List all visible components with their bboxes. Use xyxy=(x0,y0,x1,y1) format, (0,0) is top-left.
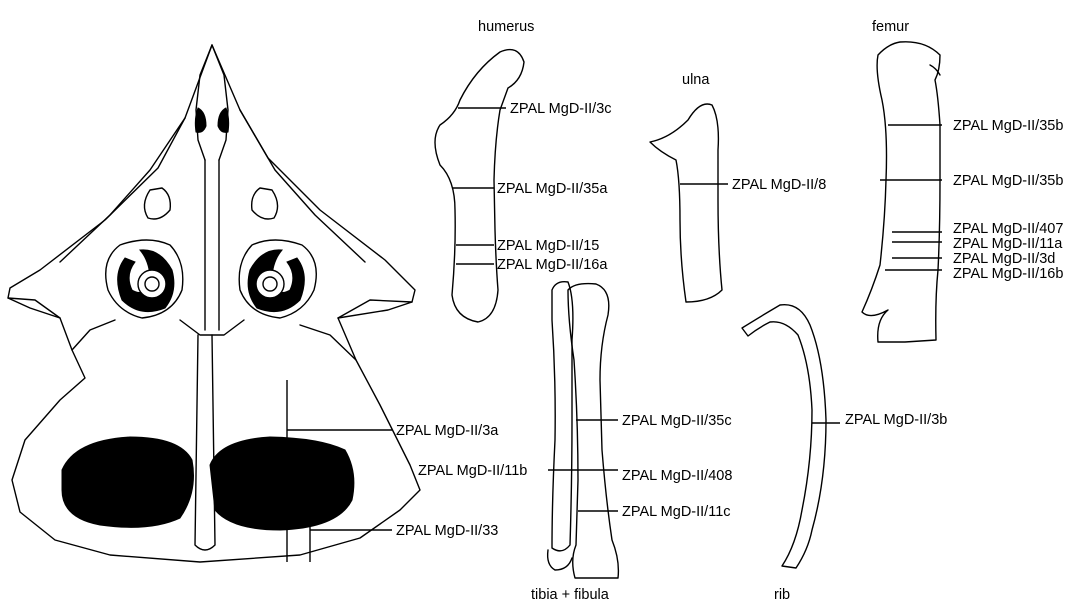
label-femur-6: ZPAL MgD-II/16b xyxy=(953,266,1063,282)
left-vacuity xyxy=(61,436,194,528)
title-tibia-fibula: tibia + fibula xyxy=(531,587,610,603)
title-femur: femur xyxy=(872,19,909,35)
right-pterygoid-line xyxy=(299,324,357,361)
tibia-outline xyxy=(567,282,620,579)
label-humerus-1: ZPAL MgD-II/3c xyxy=(510,101,612,117)
label-femur-5: ZPAL MgD-II/3d xyxy=(953,251,1055,267)
label-femur-2: ZPAL MgD-II/35b xyxy=(953,173,1063,189)
rib-outline xyxy=(741,303,827,569)
fibula-outline xyxy=(551,280,574,552)
ulna-outline xyxy=(649,103,723,303)
snout-right-line xyxy=(211,44,229,161)
humerus-outline xyxy=(434,48,525,323)
label-humerus-2: ZPAL MgD-II/35a xyxy=(497,181,608,197)
label-tibia-3: ZPAL MgD-II/408 xyxy=(622,468,732,484)
label-femur-4: ZPAL MgD-II/11a xyxy=(953,236,1063,252)
snout-left-line xyxy=(195,44,213,161)
basicranium xyxy=(179,319,245,336)
left-choana xyxy=(194,107,207,133)
label-tibia-4: ZPAL MgD-II/11c xyxy=(622,504,731,520)
label-femur-1: ZPAL MgD-II/35b xyxy=(953,118,1063,134)
label-humerus-4: ZPAL MgD-II/16a xyxy=(497,257,608,273)
label-skull-3a: ZPAL MgD-II/3a xyxy=(396,423,499,439)
label-ulna-1: ZPAL MgD-II/8 xyxy=(732,177,826,193)
left-palatine xyxy=(143,187,172,220)
label-tibia-2: ZPAL MgD-II/11b xyxy=(418,463,527,479)
fibula-distal xyxy=(546,549,573,571)
label-skull-33: ZPAL MgD-II/33 xyxy=(396,523,498,539)
title-rib: rib xyxy=(774,587,790,603)
title-humerus: humerus xyxy=(478,19,534,35)
right-choana xyxy=(217,107,230,133)
label-humerus-3: ZPAL MgD-II/15 xyxy=(497,238,599,254)
label-tibia-1: ZPAL MgD-II/35c xyxy=(622,413,732,429)
right-stapes-inner xyxy=(262,276,278,292)
label-femur-3: ZPAL MgD-II/407 xyxy=(953,221,1063,237)
midline xyxy=(204,159,220,331)
left-pterygoid-line xyxy=(71,319,116,351)
left-jugal-line xyxy=(7,297,61,319)
femur-head-line xyxy=(929,64,941,76)
femur-outline xyxy=(861,41,941,343)
right-vacuity xyxy=(209,436,355,531)
right-jugal-line xyxy=(337,301,413,319)
right-palatine xyxy=(250,187,279,220)
skull-outline xyxy=(7,44,421,563)
right-maxilla-inner xyxy=(239,109,366,263)
title-ulna: ulna xyxy=(682,72,710,88)
label-rib-1: ZPAL MgD-II/3b xyxy=(845,412,947,428)
parasphenoid xyxy=(194,334,216,551)
skull-drawing xyxy=(7,44,421,563)
left-maxilla-inner xyxy=(59,117,186,263)
left-stapes-inner xyxy=(144,276,160,292)
